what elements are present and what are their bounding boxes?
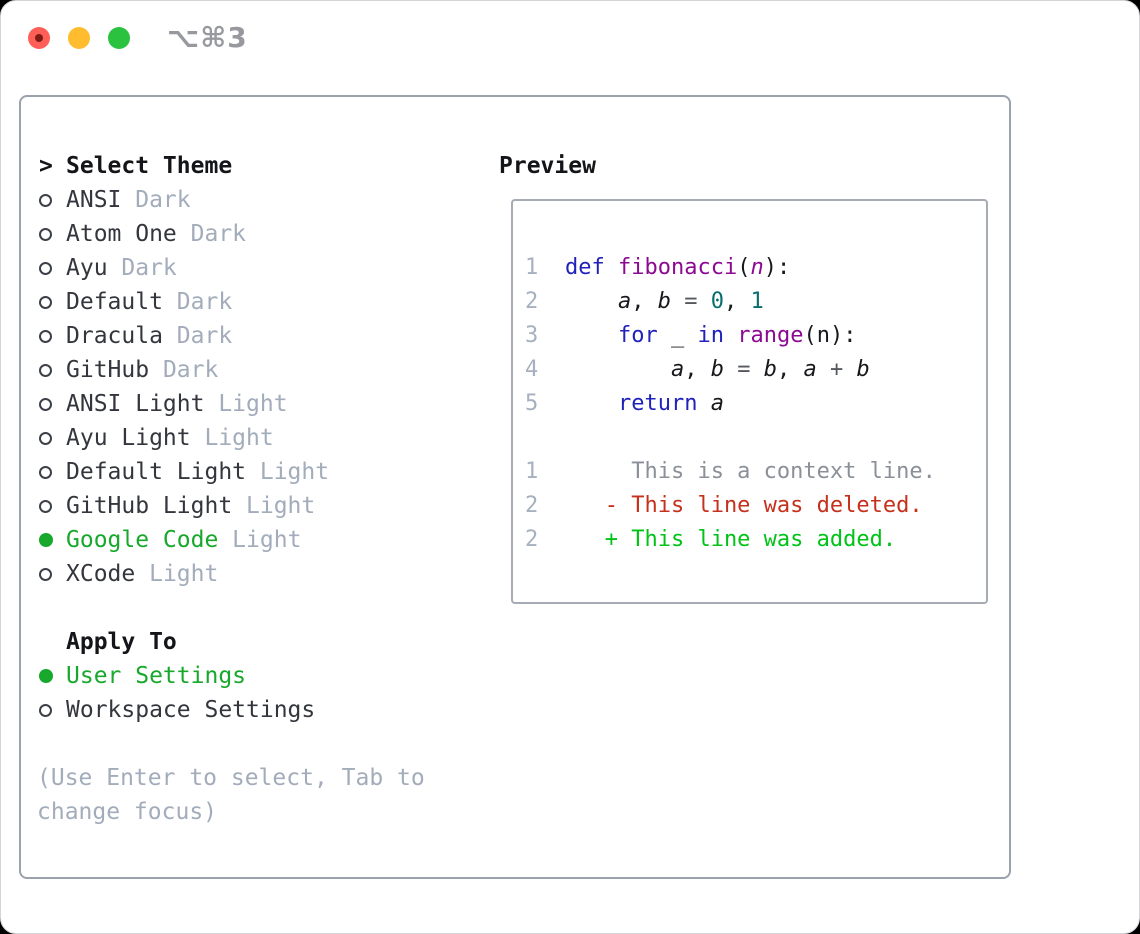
radio-icon [39,499,66,513]
minimize-button[interactable] [68,27,90,49]
select-theme-header: > Select Theme [21,149,491,183]
radio-icon [39,227,66,241]
theme-name: GitHub Light [66,493,233,519]
theme-name: Ayu Light [66,425,191,451]
code-line: 2 - This line was deleted. [525,492,923,518]
radio-icon [39,363,66,377]
theme-option-default[interactable]: Default Dark [21,285,491,319]
theme-variant-badge: Light [232,493,316,519]
line-number: 3 [525,322,539,348]
apply-option-user-settings[interactable]: User Settings [21,659,491,693]
theme-variant-badge: Light [135,561,219,587]
hint-text-line-2: change focus) [37,799,218,825]
zoom-button[interactable] [108,27,130,49]
theme-option-dracula[interactable]: Dracula Dark [21,319,491,353]
theme-variant-badge: Light [204,391,288,417]
theme-option-xcode[interactable]: XCode Light [21,557,491,591]
window-title: ⌥⌘3 [167,21,248,54]
close-dot-icon [35,34,43,42]
code-line: 2 + This line was added. [525,526,897,552]
focus-cursor-icon: > [39,153,53,179]
theme-name: Ayu [66,255,108,281]
theme-variant-badge: Light [218,527,302,553]
theme-option-default-light[interactable]: Default Light Light [21,455,491,489]
theme-name: Atom One [66,221,177,247]
code-line: 5 return a [525,390,724,416]
line-number: 5 [525,390,539,416]
hint-gap [21,727,491,761]
radio-icon [39,431,66,445]
apply-option-label: User Settings [66,663,247,689]
line-number: 1 [525,458,539,484]
code-line: 2 a, b = 0, 1 [525,288,764,314]
theme-variant-badge: Dark [176,221,247,247]
theme-option-atom-one[interactable]: Atom One Dark [21,217,491,251]
theme-variant-badge: Dark [107,255,177,281]
theme-name: ANSI Light [66,391,205,417]
line-number: 4 [525,356,539,382]
apply-option-workspace-settings[interactable]: Workspace Settings [21,693,491,727]
radio-icon [39,193,66,207]
list-gap [21,591,491,625]
theme-variant-badge: Light [190,425,274,451]
code-line: 4 a, b = b, a + b [525,356,870,382]
theme-option-ayu[interactable]: Ayu Dark [21,251,491,285]
theme-option-google-code[interactable]: Google Code Light [21,523,491,557]
theme-option-ansi-light[interactable]: ANSI Light Light [21,387,491,421]
theme-name: Dracula [66,323,163,349]
close-button[interactable] [28,27,50,49]
theme-option-github[interactable]: GitHub Dark [21,353,491,387]
theme-variant-badge: Dark [162,323,233,349]
radio-selected-icon [39,533,66,547]
theme-option-ayu-light[interactable]: Ayu Light Light [21,421,491,455]
theme-name: GitHub [66,357,150,383]
radio-icon [39,465,66,479]
radio-icon [39,329,66,343]
line-number: 2 [525,288,539,314]
apply-to-title: Apply To [66,629,177,655]
radio-icon [39,567,66,581]
theme-option-ansi[interactable]: ANSI Dark [21,183,491,217]
line-number: 2 [525,526,539,552]
code-line: 1 This is a context line. [525,458,936,484]
radio-icon [39,703,66,717]
preview-title: Preview [499,153,596,179]
radio-selected-icon [39,669,66,683]
radio-icon [39,261,66,275]
code-line: 3 for _ in range(n): [525,322,857,348]
theme-variant-badge: Dark [162,289,233,315]
theme-option-github-light[interactable]: GitHub Light Light [21,489,491,523]
radio-icon [39,295,66,309]
radio-icon [39,397,66,411]
theme-variant-badge: Dark [121,187,191,213]
line-number: 2 [525,492,539,518]
line-number: 1 [525,254,539,280]
theme-name: Default Light [66,459,247,485]
hint-text-line-1: (Use Enter to select, Tab to [37,765,425,791]
apply-to-header: Apply To [21,625,491,659]
select-theme-title: Select Theme [66,153,233,179]
theme-variant-badge: Dark [149,357,219,383]
theme-name: Default [66,289,163,315]
theme-name: ANSI [66,187,122,213]
theme-variant-badge: Light [246,459,330,485]
theme-name: XCode [66,561,136,587]
theme-name: Google Code [66,527,219,553]
code-line [525,420,986,454]
apply-option-label: Workspace Settings [66,697,316,723]
window-controls [28,27,130,49]
